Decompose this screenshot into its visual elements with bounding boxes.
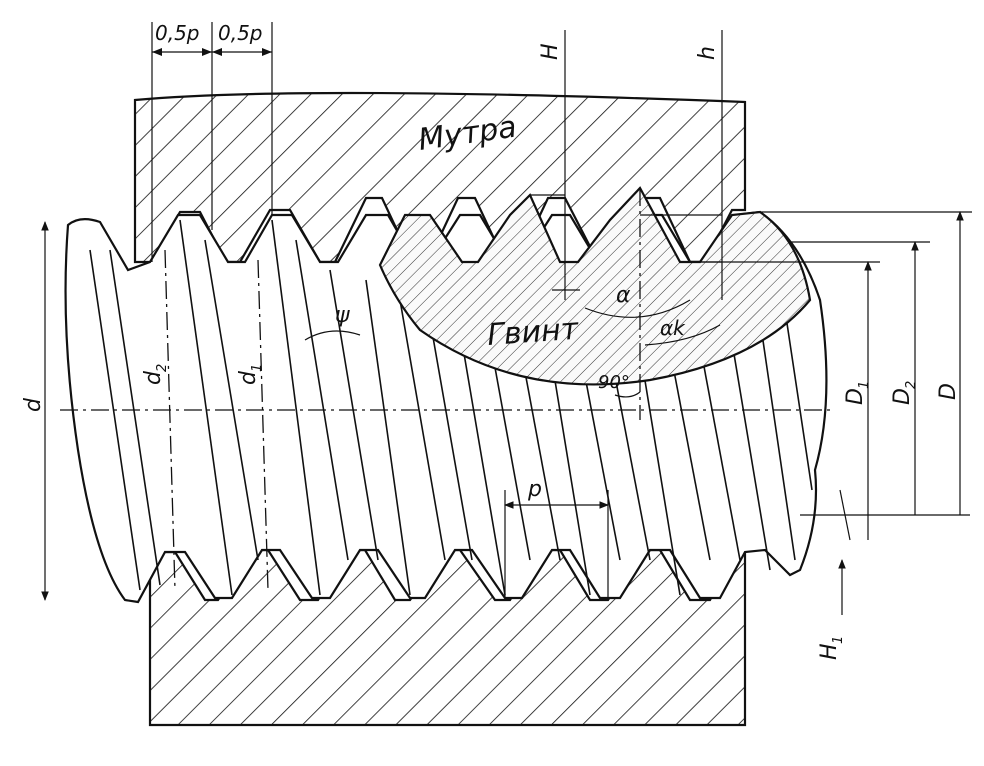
svg-text:D: D <box>843 388 868 405</box>
svg-text:H: H <box>817 643 842 660</box>
H1-label: H 1 <box>817 636 846 660</box>
arc-psi <box>304 330 361 341</box>
svg-text:1: 1 <box>831 636 846 644</box>
D2-label: D 2 <box>890 381 919 405</box>
d-label: d <box>21 397 46 412</box>
alpha-label: α <box>616 283 631 308</box>
d2-label: d 2 <box>141 364 170 385</box>
svg-text:2: 2 <box>155 364 170 372</box>
svg-text:d: d <box>141 370 166 385</box>
h-label: h <box>695 46 720 60</box>
half-pitch-left-label: 0,5p <box>155 21 200 45</box>
psi-label: ψ <box>335 303 350 328</box>
svg-text:2: 2 <box>904 381 919 389</box>
H-label: H <box>538 43 563 60</box>
svg-text:1: 1 <box>250 364 265 372</box>
pitch-label: p <box>527 477 542 502</box>
D1-label: D 1 <box>843 381 872 405</box>
arc-alpha <box>584 299 691 318</box>
ext-bottom-2 <box>839 489 851 541</box>
svg-text:1: 1 <box>857 381 872 389</box>
d1-line <box>257 259 269 591</box>
alpha-k-label: αk <box>660 316 686 340</box>
arc-alpha-k <box>644 324 721 346</box>
helix-lines <box>89 219 813 596</box>
svg-text:d: d <box>236 370 261 385</box>
half-pitch-right-label: 0,5p <box>218 21 263 45</box>
d2-line <box>164 249 176 591</box>
angle-90-label: 90° <box>598 372 630 393</box>
dim-half-pitch-ticks <box>152 48 272 56</box>
arc-90 <box>614 391 641 398</box>
D-label: D <box>936 383 961 400</box>
d1-label: d 1 <box>236 364 265 385</box>
svg-text:D: D <box>890 388 915 405</box>
screw-label: Гвинт <box>486 312 581 353</box>
